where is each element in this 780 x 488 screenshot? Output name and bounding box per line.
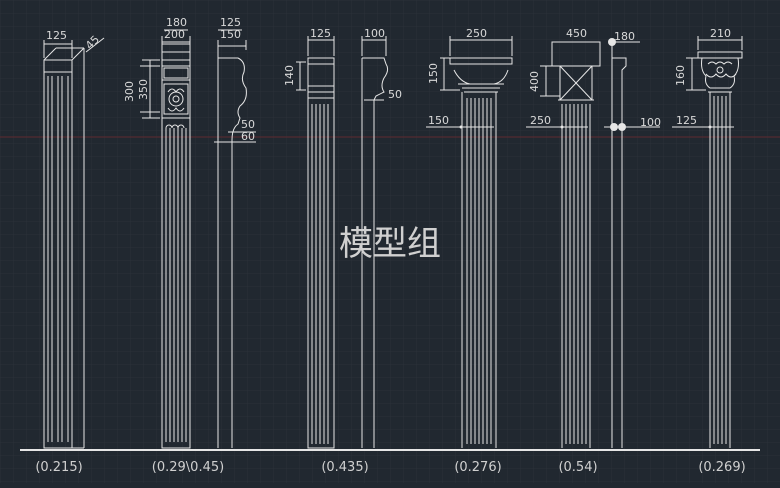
scale-label-6: (0.269) — [698, 460, 745, 475]
dot-marker — [608, 38, 616, 46]
scale-label-1: (0.215) — [35, 460, 82, 475]
dim-c7-h: 400 — [528, 71, 541, 92]
dim-c4-h: 140 — [283, 65, 296, 86]
column-6 — [426, 36, 513, 448]
dot-marker — [610, 123, 618, 131]
dim-c3-w1: 125 — [220, 16, 241, 29]
dim-c3-w2: 150 — [220, 28, 241, 41]
column-7 — [526, 41, 601, 448]
column-3 — [214, 29, 256, 448]
dim-c9-h: 160 — [674, 65, 687, 86]
dim-c9-s: 125 — [676, 114, 697, 127]
dim-c2-w1: 180 — [166, 16, 187, 29]
dim-c2-h1: 300 — [123, 81, 136, 102]
scale-label-4: (0.276) — [454, 460, 501, 475]
column-5 — [361, 36, 389, 448]
dim-c5-v: 50 — [388, 88, 402, 101]
dim-c5-w: 100 — [364, 27, 385, 40]
dim-c2-h2: 350 — [137, 79, 150, 100]
dim-c7-w: 450 — [566, 27, 587, 40]
dim-c8-s: 100 — [640, 116, 661, 129]
column-4 — [296, 36, 335, 449]
dim-c1-w: 125 — [46, 29, 67, 42]
column-1 — [43, 37, 105, 449]
dim-c6-s: 150 — [428, 114, 449, 127]
dim-c4-w: 125 — [310, 27, 331, 40]
scale-label-3: (0.435) — [321, 460, 368, 475]
dim-c2-w2: 200 — [164, 28, 185, 41]
dim-c8-w: 180 — [614, 30, 635, 43]
scale-label-2: (0.29\0.45) — [152, 460, 224, 475]
watermark-text: 模型组 — [339, 224, 441, 264]
dim-c6-w: 250 — [466, 27, 487, 40]
column-9 — [672, 36, 743, 448]
dim-c7-s: 250 — [530, 114, 551, 127]
scale-label-5: (0.54) — [558, 460, 597, 475]
dim-c3-v1: 50 — [241, 118, 255, 131]
dim-c3-v2: 60 — [241, 130, 255, 143]
dim-c9-w: 210 — [710, 27, 731, 40]
dot-marker — [618, 123, 626, 131]
dim-c6-h: 150 — [427, 63, 440, 84]
column-2 — [140, 29, 191, 449]
